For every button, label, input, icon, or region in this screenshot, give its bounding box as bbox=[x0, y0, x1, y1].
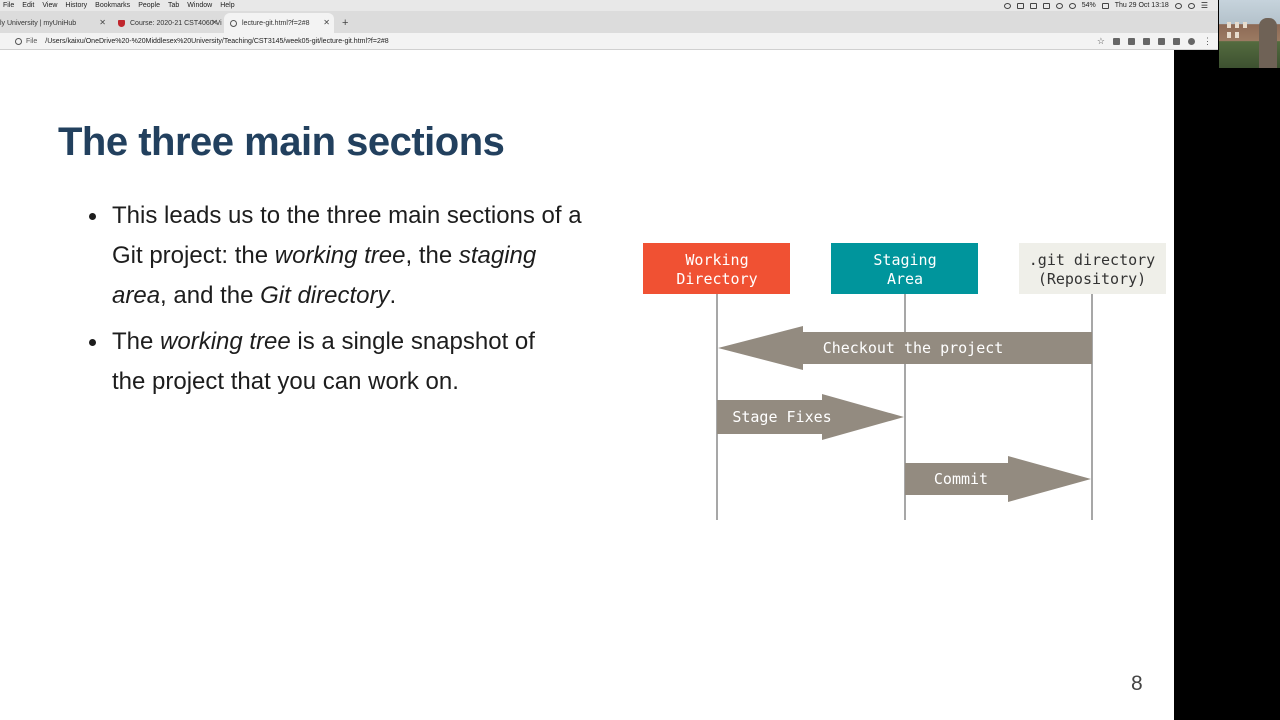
emphasis: Git directory bbox=[260, 282, 390, 309]
menu-help[interactable]: Help bbox=[220, 2, 235, 9]
battery-icon[interactable] bbox=[1101, 2, 1109, 9]
slide-number: 8 bbox=[1131, 672, 1143, 695]
slide: The three main sections This leads us to… bbox=[0, 50, 1174, 720]
emphasis: working tree bbox=[160, 328, 291, 355]
tab-label: lecture-git.html?f=2#8 bbox=[242, 19, 310, 27]
menu-window[interactable]: Window bbox=[187, 2, 213, 9]
tab-strip: ly University | myUniHub ✕ Course: 2020-… bbox=[0, 11, 1218, 33]
arrow-label: Checkout the project bbox=[823, 339, 1004, 357]
battery-percent: 54% bbox=[1081, 2, 1096, 9]
globe-icon bbox=[230, 19, 237, 27]
working-directory-box bbox=[643, 243, 790, 294]
bullet-list: This leads us to the three main sections… bbox=[89, 196, 582, 408]
box-label-line2: Area bbox=[887, 270, 923, 288]
dark-side-strip bbox=[1218, 0, 1280, 720]
text-run: . bbox=[389, 282, 397, 309]
display-icon[interactable] bbox=[1042, 2, 1050, 9]
menu-tab[interactable]: Tab bbox=[167, 2, 180, 9]
presenter-figure bbox=[1259, 18, 1277, 68]
menu-people[interactable]: People bbox=[138, 2, 160, 9]
tab-label: Course: 2020-21 CST4060 Vi bbox=[130, 19, 222, 27]
notification-center-icon[interactable]: ☰ bbox=[1200, 1, 1208, 10]
clock[interactable]: Thu 29 Oct 13:18 bbox=[1114, 2, 1169, 9]
new-tab-button[interactable]: + bbox=[342, 17, 349, 29]
extension-icon[interactable] bbox=[1143, 37, 1150, 45]
tab-lecture-git[interactable]: lecture-git.html?f=2#8 ✕ bbox=[224, 13, 334, 33]
url-scheme: File bbox=[26, 37, 38, 45]
menu-file[interactable]: File bbox=[3, 2, 15, 9]
tab-myunihub[interactable]: ly University | myUniHub ✕ bbox=[0, 13, 110, 33]
kebab-menu-icon[interactable]: ⋮ bbox=[1203, 35, 1212, 46]
staging-area-box bbox=[831, 243, 978, 294]
box-label-line1: Working bbox=[685, 251, 748, 269]
emphasis: staging area bbox=[112, 242, 537, 309]
siri-icon[interactable] bbox=[1187, 2, 1195, 9]
window-shape bbox=[1235, 32, 1239, 38]
arrow-label: Commit bbox=[934, 470, 988, 488]
menu-view[interactable]: View bbox=[42, 2, 58, 9]
text-run: , the bbox=[405, 242, 459, 269]
close-icon[interactable]: ✕ bbox=[323, 18, 330, 27]
menu-history[interactable]: History bbox=[65, 2, 88, 9]
bullet-item: The working tree is a single snapshot of… bbox=[89, 322, 552, 402]
status-area: 54% Thu 29 Oct 13:18 ☰ bbox=[1003, 1, 1218, 10]
text-run: , and the bbox=[160, 282, 261, 309]
checkout-arrow bbox=[718, 326, 1092, 370]
box-label-line1: .git directory bbox=[1029, 251, 1155, 269]
extension-icon[interactable] bbox=[1128, 37, 1135, 45]
text-run: is a single snapshot of the project that… bbox=[112, 328, 535, 395]
box-label-line2: Directory bbox=[676, 270, 757, 288]
repository-box bbox=[1019, 243, 1166, 294]
bookmark-star-icon[interactable]: ☆ bbox=[1096, 35, 1105, 46]
emphasis: working tree bbox=[274, 242, 406, 269]
box-label-line1: Staging bbox=[873, 251, 936, 269]
bullet-item: This leads us to the three main sections… bbox=[89, 196, 582, 316]
git-sections-diagram: Working Directory Staging Area .git dire… bbox=[643, 243, 1166, 520]
tab-course[interactable]: Course: 2020-21 CST4060 Vi ✕ bbox=[112, 13, 222, 33]
close-icon[interactable]: ✕ bbox=[99, 18, 106, 27]
window-shape bbox=[1227, 32, 1231, 38]
box-label-line2: (Repository) bbox=[1038, 270, 1146, 288]
toolbar-icons: ☆ ⋮ bbox=[1097, 36, 1218, 47]
shield-icon bbox=[118, 19, 125, 27]
close-icon[interactable]: ✕ bbox=[211, 18, 218, 27]
window-shape bbox=[1235, 22, 1239, 28]
profile-icon[interactable] bbox=[1188, 37, 1195, 45]
cloud-icon[interactable] bbox=[1003, 2, 1011, 9]
url-input[interactable]: /Users/kaixu/OneDrive%20-%20Middlesex%20… bbox=[45, 37, 389, 45]
extension-icon[interactable] bbox=[1113, 37, 1120, 45]
puzzle-icon[interactable] bbox=[1173, 37, 1180, 45]
menu-bookmarks[interactable]: Bookmarks bbox=[95, 2, 131, 9]
tab-label: ly University | myUniHub bbox=[0, 19, 77, 27]
menu-bar: File Edit View History Bookmarks People … bbox=[0, 0, 1218, 11]
stage-fixes-arrow bbox=[717, 394, 904, 440]
wifi-icon[interactable] bbox=[1068, 2, 1076, 9]
airplay-icon[interactable] bbox=[1029, 2, 1037, 9]
window-shape bbox=[1243, 22, 1247, 28]
commit-arrow bbox=[905, 456, 1091, 502]
volume-icon[interactable] bbox=[1055, 2, 1063, 9]
extension-icon[interactable] bbox=[1158, 37, 1165, 45]
info-icon[interactable] bbox=[15, 37, 22, 45]
window-shape bbox=[1227, 22, 1231, 28]
text-run: The bbox=[112, 328, 161, 355]
slide-title: The three main sections bbox=[58, 120, 505, 164]
arrow-label: Stage Fixes bbox=[732, 408, 831, 426]
spotlight-icon[interactable] bbox=[1174, 2, 1182, 9]
webcam-thumbnail bbox=[1219, 0, 1280, 68]
address-bar: File /Users/kaixu/OneDrive%20-%20Middles… bbox=[0, 33, 1218, 50]
text-run: This leads us to the three main sections… bbox=[112, 202, 582, 269]
menu-edit[interactable]: Edit bbox=[22, 2, 35, 9]
keyboard-icon[interactable] bbox=[1016, 2, 1024, 9]
